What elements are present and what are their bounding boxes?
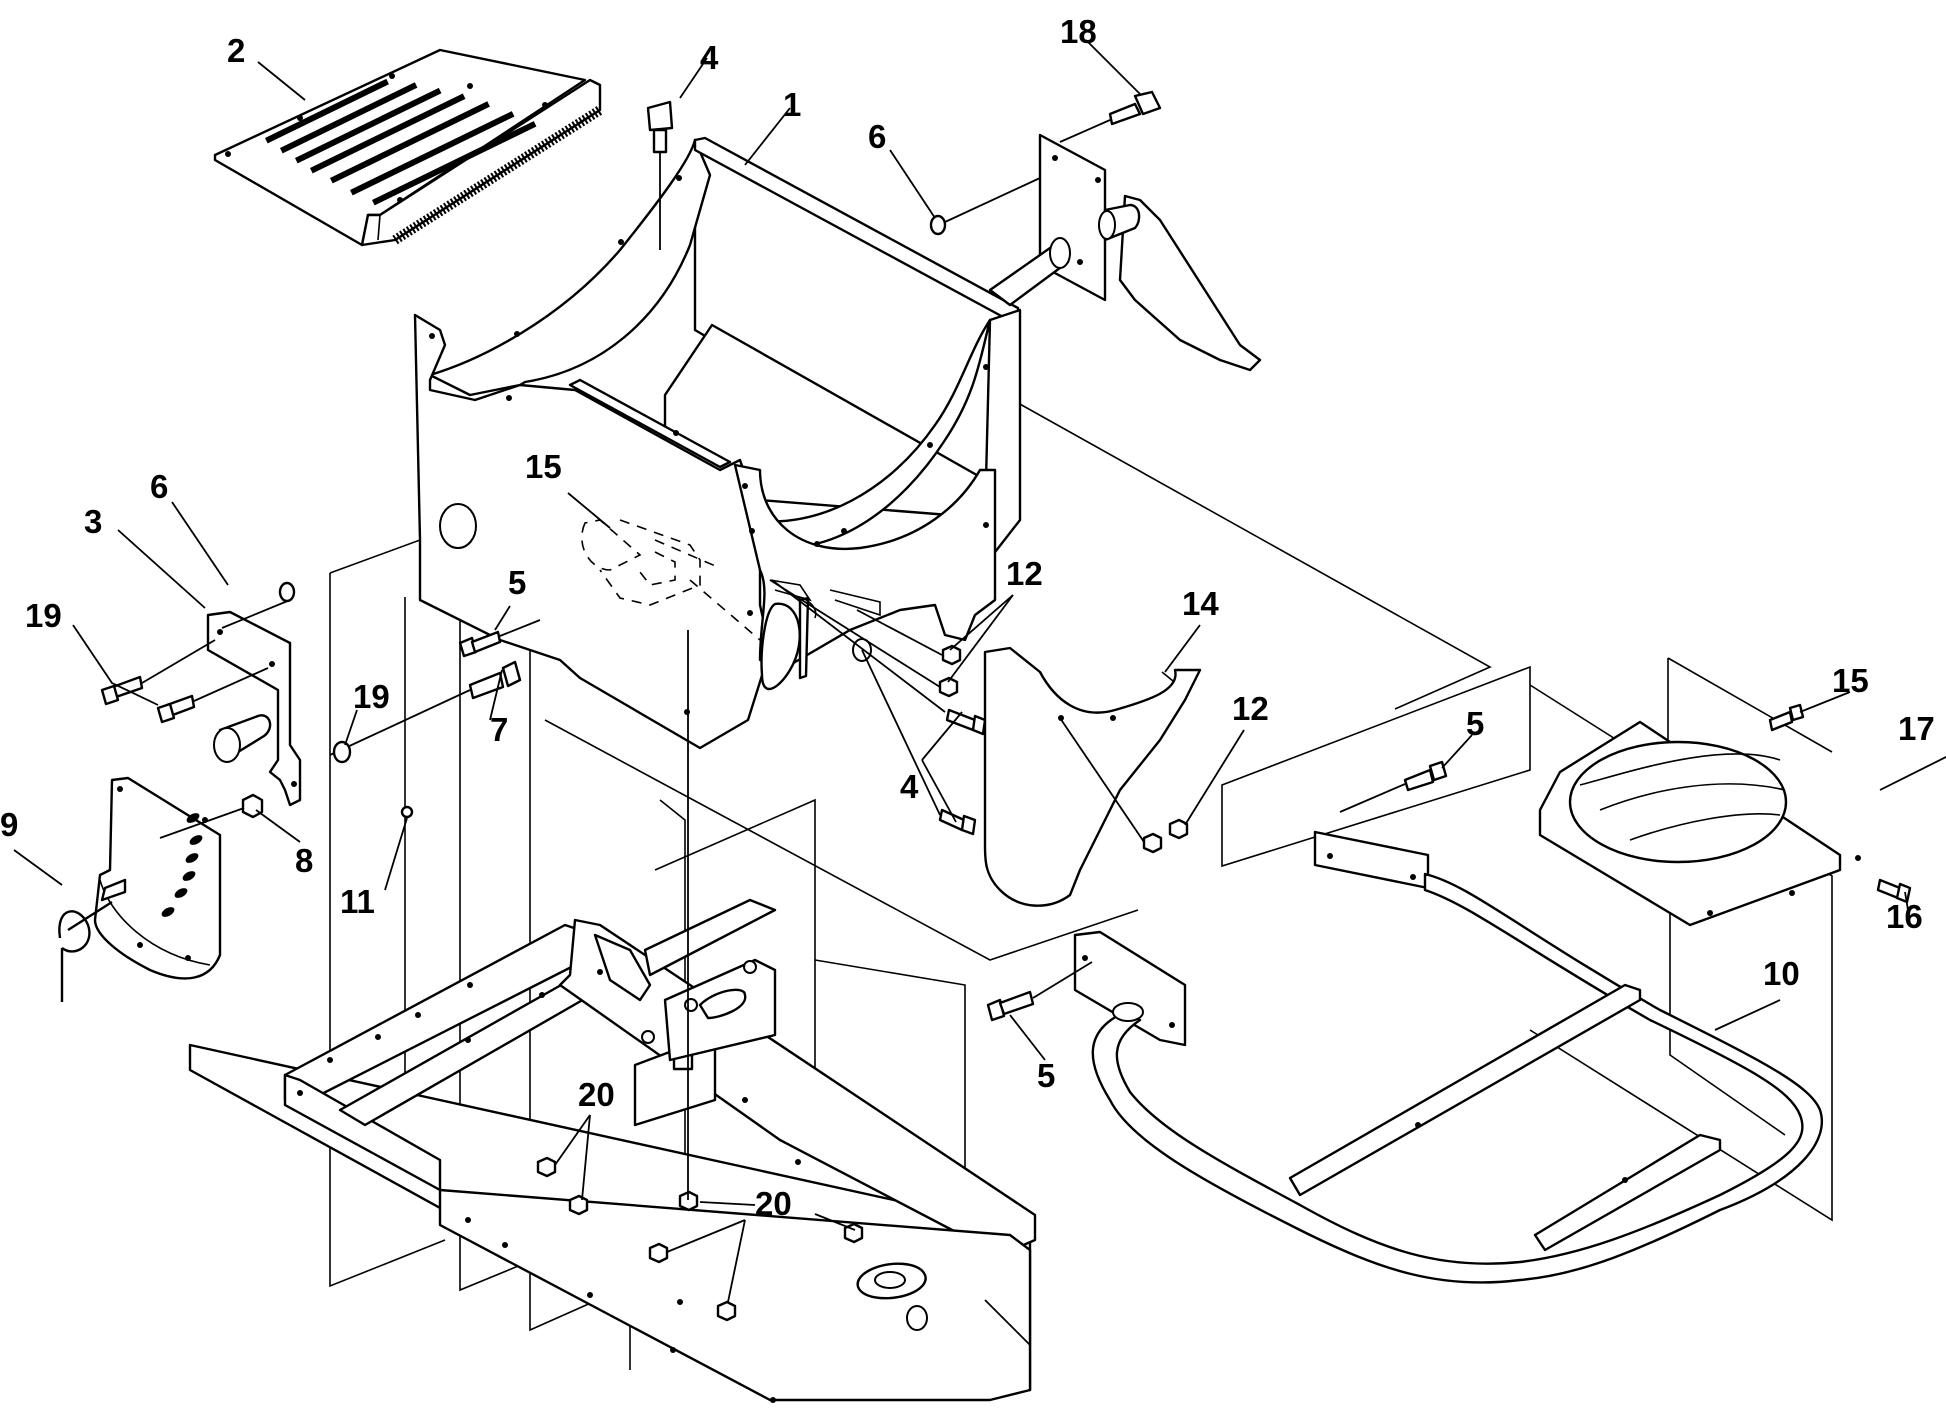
- hitch-pin-part-9: [58, 900, 113, 1002]
- callout-4: 4: [700, 39, 719, 76]
- foot-rest-part-10: [1073, 830, 1823, 1284]
- callout-19: 20: [755, 1185, 792, 1222]
- callout-19: 20: [578, 1076, 615, 1113]
- washer-6-left: [221, 581, 296, 629]
- callout-6: 6: [150, 468, 168, 505]
- callout-14: 15: [525, 448, 562, 485]
- bolt-5-right: [1339, 760, 1448, 813]
- callout-2: 2: [227, 32, 245, 69]
- cradle-bracket-part-1: [413, 136, 1022, 750]
- callout-12: 12: [1232, 690, 1269, 727]
- bolt-7: [329, 660, 522, 756]
- nut-11: [400, 805, 414, 819]
- callout-5: 5: [508, 564, 526, 601]
- callout-5: 5: [1037, 1057, 1055, 1094]
- callout-11: 11: [340, 883, 375, 920]
- callout-labels: 2 4 1 18 6 6 3 19 5 19 7 8 11 9 15 12 4 …: [0, 13, 1935, 1222]
- steering-plate-part-16: [1538, 720, 1861, 927]
- callout-17: 19: [25, 597, 62, 634]
- main-frame-part-20: [188, 898, 1037, 1403]
- callout-15: 16: [1886, 898, 1923, 935]
- callout-16: 17: [1898, 710, 1935, 747]
- bolt-5-left: [458, 619, 541, 658]
- washer-6-top: [929, 177, 1041, 236]
- bolts-4-middle: [771, 579, 987, 836]
- bolt-17-top: [1059, 90, 1162, 143]
- callout-6: 6: [868, 118, 886, 155]
- latch-part-14: [581, 519, 761, 641]
- nuts-19: [536, 630, 864, 1322]
- callout-17: 18: [1060, 13, 1097, 50]
- callout-15: 15: [1832, 662, 1869, 699]
- callout-4: 4: [900, 768, 919, 805]
- bolts-17-left: [100, 639, 269, 724]
- step-plate-part-2: [213, 48, 603, 247]
- nuts-12: [769, 579, 1189, 854]
- callout-18: 19: [353, 678, 390, 715]
- hardware: [100, 90, 1912, 1322]
- rear-hanger-bracket: [988, 133, 1262, 372]
- callout-3: 3: [84, 503, 102, 540]
- callout-13: 14: [1182, 585, 1219, 622]
- callout-7: 7: [490, 711, 508, 748]
- callout-9: 9: [0, 806, 18, 843]
- callout-12: 12: [1006, 555, 1043, 592]
- callout-leaders: [13, 39, 1946, 1346]
- callout-10: 10: [1763, 955, 1800, 992]
- front-bracket-part-13: [983, 646, 1202, 907]
- callout-5: 5: [1466, 705, 1484, 742]
- washer-18: [332, 740, 352, 764]
- bolt-4-top: [646, 100, 674, 250]
- callout-8: 8: [295, 842, 313, 879]
- bolt-5-lower: [986, 961, 1093, 1022]
- hanger-bracket-part-3: [93, 610, 302, 980]
- callout-1: 1: [783, 86, 801, 123]
